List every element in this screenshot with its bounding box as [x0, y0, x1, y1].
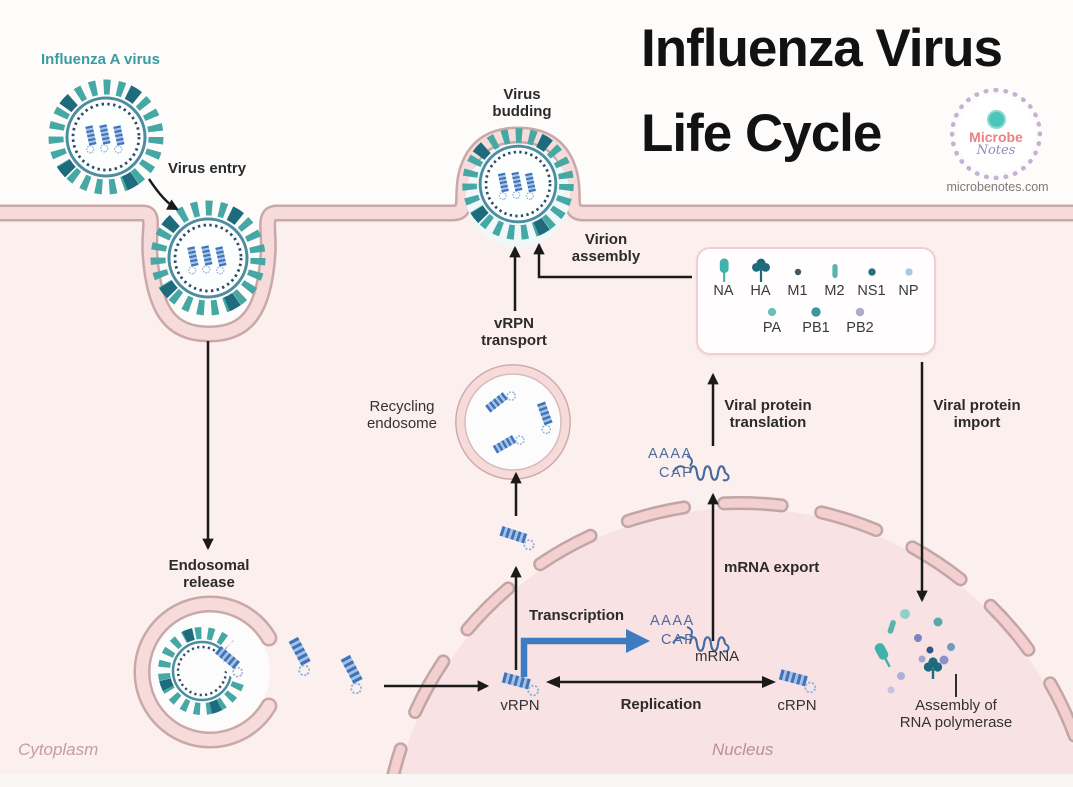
na-protein-icon	[719, 258, 729, 282]
logo-lace-ring	[950, 88, 1042, 180]
legend-label-np: NP	[898, 283, 919, 299]
legend-item-pb1: PB1	[802, 301, 830, 337]
flow-arrows	[147, 178, 957, 697]
microbe-notes-logo: Microbe Notes	[950, 88, 1042, 180]
pb2-protein-icon	[855, 307, 865, 317]
uncoating-virion	[158, 627, 267, 715]
nucleus-region	[383, 496, 1073, 787]
ha-protein-icon	[923, 657, 943, 679]
cytoplasm-label: Cytoplasm	[18, 740, 99, 759]
recycling-endosome-label: Recycling endosome	[366, 398, 438, 433]
transcription-label: Transcription	[529, 607, 625, 624]
logo-brand-text: Microbe	[969, 128, 1023, 145]
vrpn-label: vRPN	[500, 697, 540, 714]
legend-item-na: NA	[712, 257, 736, 300]
replication-label: Replication	[620, 696, 702, 713]
legend-label-pb1: PB1	[802, 319, 830, 336]
legend-item-ha: HA	[749, 257, 773, 300]
website-url: microbenotes.com	[946, 180, 1049, 194]
legend-label-m1: M1	[787, 283, 808, 299]
poly-a-tag: AAAA	[650, 613, 695, 629]
ha-protein-icon	[751, 258, 770, 282]
viral-protein-cluster	[874, 609, 955, 694]
virion-assembly-arrow	[533, 242, 692, 279]
replication-arrowhead-left	[546, 676, 560, 688]
release-endosome	[133, 595, 278, 749]
legend-item-m1: M1	[786, 257, 810, 300]
pa-protein-icon	[767, 307, 777, 317]
assembly-rna-polymerase-label: Assembly of RNA polymerase	[899, 697, 1013, 732]
replication-arrowhead-right	[762, 676, 776, 688]
legend-label-ns1: NS1	[857, 283, 886, 299]
virus-entry-arrow	[147, 178, 179, 211]
vrpn-transport-label: vRPN transport	[481, 315, 547, 350]
logo-script-text: Notes	[976, 143, 1016, 159]
logo-microbe-icon	[986, 109, 1006, 129]
virus-entry-label: Virus entry	[168, 160, 247, 177]
crpn-label: cRPN	[777, 697, 817, 714]
m2-protein-icon	[831, 264, 838, 278]
m2-protein-icon	[887, 620, 896, 634]
ns1-protein-icon	[867, 268, 876, 276]
legend-item-pb2: PB2	[846, 301, 874, 337]
legend-item-m2: M2	[823, 257, 847, 300]
legend-item-ns1: NS1	[857, 257, 886, 300]
virion-assembly-label: Virion assembly	[571, 231, 641, 266]
legend-label-pb2: PB2	[846, 319, 874, 336]
bottom-strip	[0, 774, 1073, 787]
virus-budding-label: Virus budding	[492, 86, 552, 121]
mrna-label: mRNA	[695, 648, 740, 665]
mrna-export-label: mRNA export	[724, 559, 820, 576]
np-protein-icon	[904, 268, 913, 276]
endosomal-release-label: Endosomal release	[168, 557, 250, 592]
page-title-line2: Life Cycle	[641, 104, 882, 163]
protein-legend: NA HA M1	[696, 247, 936, 355]
nucleus-label: Nucleus	[712, 740, 774, 759]
transcription-arrow	[520, 629, 650, 677]
legend-label-na: NA	[713, 283, 734, 299]
recycling-endosome-vesicle	[455, 364, 571, 480]
cap-tag: CAP	[661, 632, 696, 648]
cap-tag: CAP	[659, 465, 694, 481]
legend-label-ha: HA	[750, 283, 771, 299]
viral-protein-translation-label: Viral protein translation	[724, 397, 812, 432]
nuclear-envelope	[386, 498, 1073, 787]
viral-protein-import-label: Viral protein import	[933, 397, 1021, 432]
m1-protein-icon	[794, 268, 801, 276]
pb1-protein-icon	[811, 307, 821, 317]
legend-item-pa: PA	[760, 301, 784, 337]
page-title-line1: Influenza Virus	[641, 19, 1003, 78]
poly-a-tag: AAAA	[648, 446, 693, 462]
influenza-a-virus-label: Influenza A virus	[41, 51, 160, 68]
na-protein-icon	[874, 643, 891, 668]
legend-label-m2: M2	[824, 283, 845, 299]
legend-label-pa: PA	[762, 319, 782, 336]
legend-item-np: NP	[897, 257, 921, 300]
